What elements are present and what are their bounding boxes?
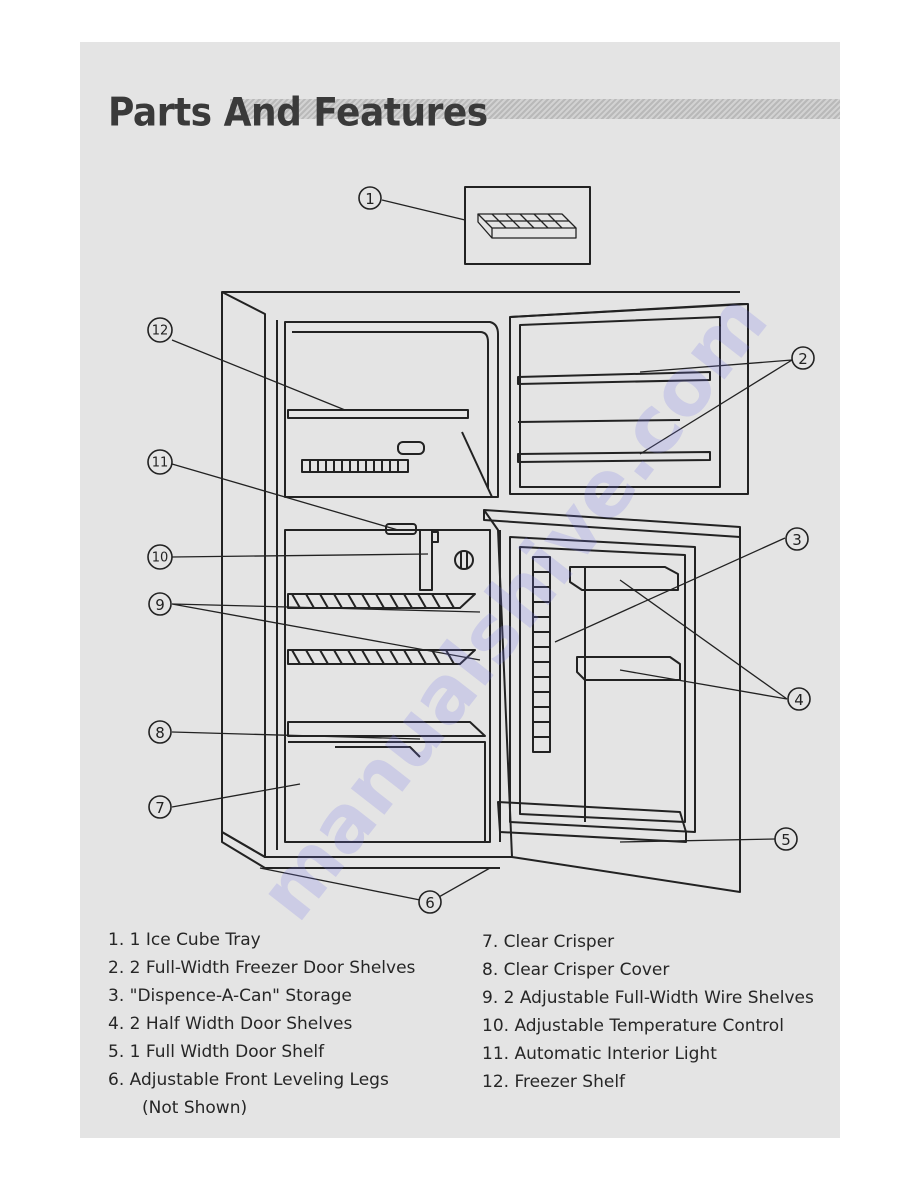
- callout-12: 12: [152, 324, 169, 339]
- freezer-shelf: [287, 409, 469, 419]
- callout-4: 4: [794, 691, 804, 709]
- half-door-shelf-2: [576, 656, 681, 681]
- legend-item-6-note: (Not Shown): [142, 1098, 248, 1118]
- fresh-food-door: [221, 509, 741, 893]
- crisper-cover: [287, 721, 486, 737]
- callout-circles: [147, 186, 815, 914]
- legend-item-6: 6. Adjustable Front Leveling Legs: [108, 1070, 389, 1090]
- light-switch: [431, 531, 439, 543]
- legend-item-12: 12. Freezer Shelf: [482, 1072, 626, 1092]
- ice-cube-tray: [477, 213, 577, 239]
- legend-item-11: 11. Automatic Interior Light: [482, 1044, 717, 1064]
- legend-item-10: 10. Adjustable Temperature Control: [482, 1016, 784, 1036]
- callout-6: 6: [425, 894, 435, 912]
- page-title: Parts And Features: [108, 90, 488, 136]
- freezer-door-shelf-1: [517, 371, 711, 385]
- callout-3: 3: [792, 531, 802, 549]
- callout-2: 2: [798, 350, 808, 368]
- light-housing: [385, 523, 417, 535]
- ice-tray-box: [464, 186, 591, 265]
- freezer-control: [397, 441, 425, 455]
- full-door-shelf: [497, 801, 687, 843]
- can-dispenser: [532, 556, 551, 753]
- fresh-food-compartment: [284, 523, 491, 843]
- legend-item-2: 2. 2 Full-Width Freezer Door Shelves: [108, 958, 416, 978]
- manual-page: Parts And Features: [80, 42, 840, 1138]
- legend-item-3: 3. "Dispence-A-Can" Storage: [108, 986, 352, 1006]
- wire-shelf-2: [287, 649, 476, 665]
- legend-item-8: 8. Clear Crisper Cover: [482, 960, 670, 980]
- legend-item-4: 4. 2 Half Width Door Shelves: [108, 1014, 353, 1034]
- freezer-door-shelf-2: [517, 451, 711, 463]
- freezer-vent: [301, 459, 409, 473]
- legend-item-7: 7. Clear Crisper: [482, 932, 615, 952]
- callout-7: 7: [155, 799, 165, 817]
- freezer-door: [509, 303, 749, 495]
- leader-lines: [171, 199, 793, 903]
- legend-item-9: 9. 2 Adjustable Full-Width Wire Shelves: [482, 988, 814, 1008]
- callout-5: 5: [781, 831, 791, 849]
- refrigerator-diagram: 1 2 3 4 5 6 7 8 9 10 11 12: [147, 186, 815, 914]
- callout-1: 1: [365, 190, 375, 208]
- wire-shelf-1: [287, 593, 476, 609]
- crisper-handle: [335, 746, 421, 758]
- callout-10: 10: [152, 551, 169, 566]
- freezer-compartment: [284, 321, 499, 498]
- callout-11: 11: [152, 456, 169, 471]
- legend-item-5: 5. 1 Full Width Door Shelf: [108, 1042, 325, 1062]
- title-band: [230, 99, 840, 119]
- callout-8: 8: [155, 724, 165, 742]
- legend-item-1: 1. 1 Ice Cube Tray: [108, 930, 261, 950]
- half-door-shelf-1: [569, 566, 679, 591]
- temperature-dial: [454, 550, 474, 570]
- callout-9: 9: [155, 596, 165, 614]
